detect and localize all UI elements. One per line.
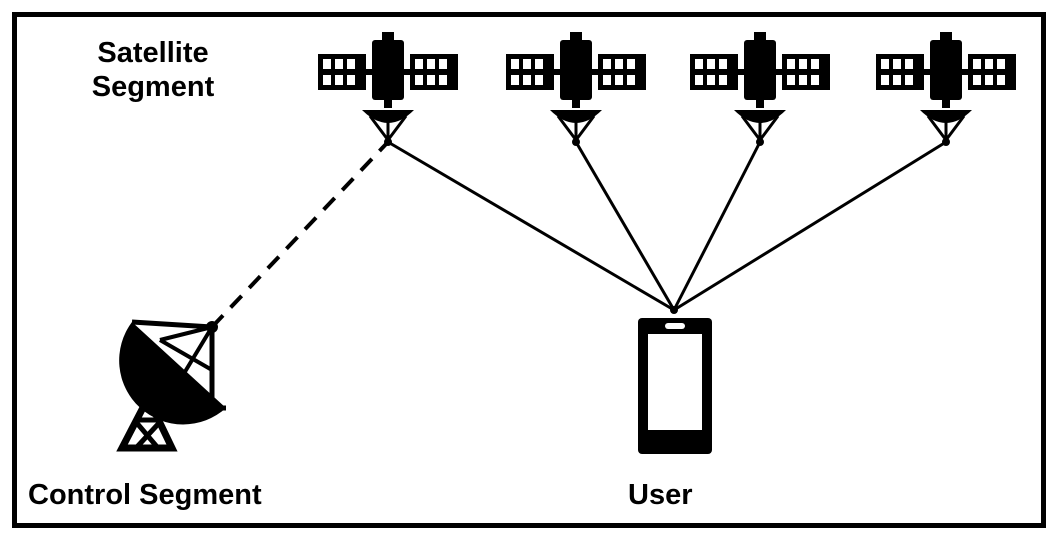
satellite-icon (504, 30, 648, 148)
control-link (210, 140, 390, 329)
user-link-1 (387, 140, 675, 312)
satellite-segment-label: Satellite Segment (88, 36, 218, 104)
satellite-icon (874, 30, 1018, 148)
control-segment-label: Control Segment (28, 479, 262, 511)
satellite-dish-icon (116, 319, 226, 452)
user-link-4 (673, 140, 947, 312)
user-link-2 (574, 141, 676, 311)
satellite-label-line1: Satellite (97, 37, 209, 69)
satellite-icon (316, 30, 460, 148)
satellite-label-line2: Segment (91, 71, 215, 103)
diagram-frame (12, 12, 1046, 528)
user-label: User (628, 479, 693, 511)
user-link-3 (672, 141, 762, 311)
satellite-icon (688, 30, 832, 148)
smartphone-icon (638, 318, 712, 454)
user-link-node (670, 306, 678, 314)
